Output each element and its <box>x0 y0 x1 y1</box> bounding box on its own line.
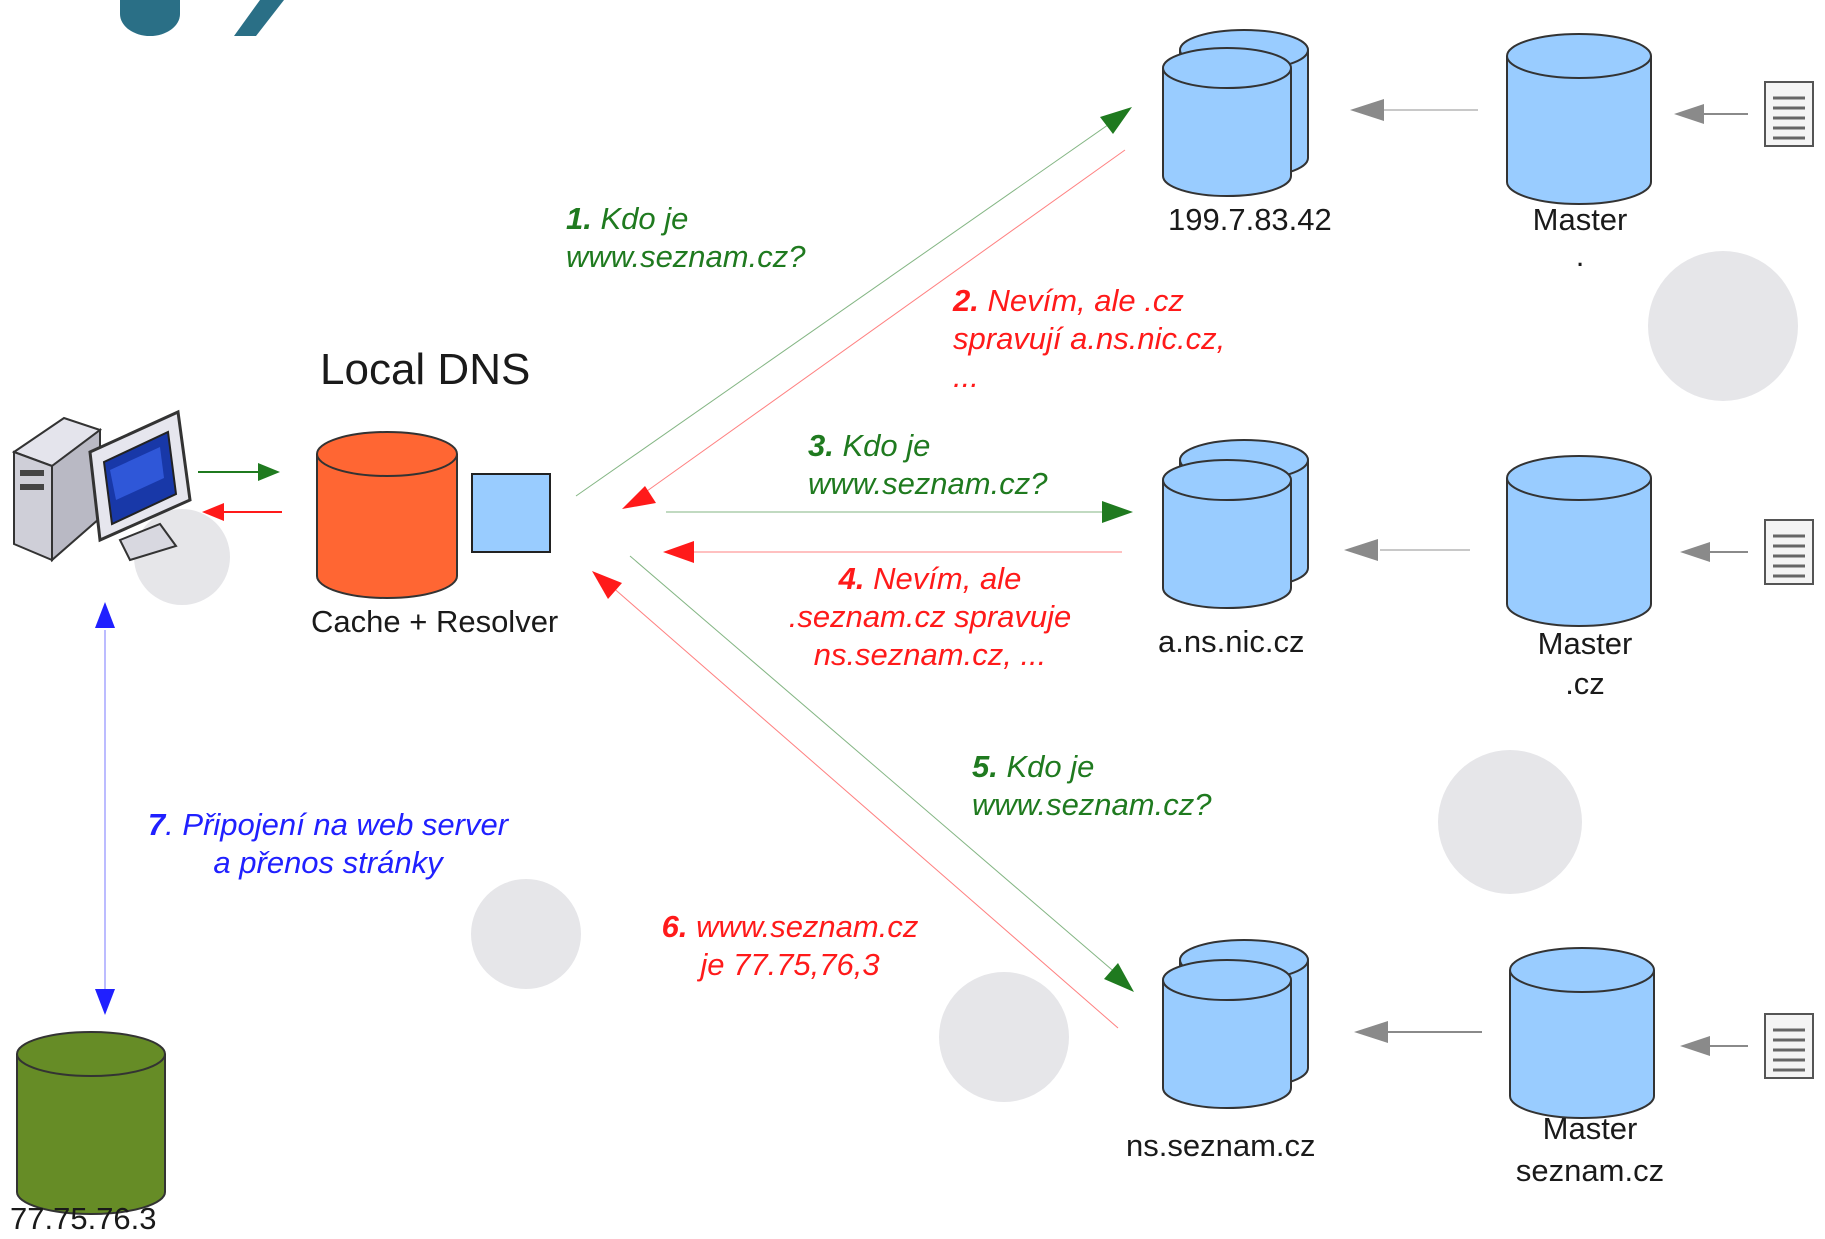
message-4-line-2: .seznam.cz spravuje <box>788 599 1072 634</box>
cropped-heading-fragment <box>120 0 284 36</box>
arrow-response-4 <box>663 541 1122 563</box>
zonefile-arrow-seznam <box>1680 1036 1748 1056</box>
seznam-master-label: Master seznam.cz <box>1500 1108 1680 1192</box>
zone-file-icon-cz <box>1764 519 1814 585</box>
cz-master-label: Master .cz <box>1520 624 1650 704</box>
cz-server-icon <box>1162 439 1309 609</box>
message-7-number: 7 <box>147 807 166 842</box>
resolver-box-icon <box>471 473 551 553</box>
cache-resolver-label: Cache + Resolver <box>311 604 559 639</box>
message-6-line-1: www.seznam.cz <box>696 909 919 944</box>
root-master-icon <box>1506 33 1652 205</box>
arrow-response-2 <box>622 149 1126 509</box>
message-5: 5. Kdo je www.seznam.cz? <box>972 748 1211 824</box>
message-6: 6. www.seznam.cz je 77.75,76,3 <box>640 908 940 984</box>
message-4-line-1: Nevím, ale <box>873 561 1022 596</box>
zonefile-arrow-root <box>1674 104 1748 124</box>
web-server-database-icon <box>16 1031 166 1215</box>
seznam-master-title: Master <box>1542 1111 1638 1146</box>
message-2-line-1: Nevím, ale .cz <box>987 283 1184 318</box>
message-2-number: 2. <box>953 283 979 318</box>
message-2-line-3: ... <box>953 359 979 394</box>
arrow-client-to-resolver <box>198 463 280 481</box>
cz-master-icon <box>1506 455 1652 627</box>
root-master-zone: . <box>1575 238 1585 273</box>
client-computer-icon <box>11 409 192 563</box>
message-7: 7. Připojení na web server a přenos strá… <box>118 806 538 882</box>
arrow-query-1 <box>575 107 1132 497</box>
zone-file-icon-seznam <box>1764 1013 1814 1079</box>
arrow-query-3 <box>666 501 1133 523</box>
message-7-line-2: a přenos stránky <box>213 845 443 880</box>
arrow-response-6 <box>592 571 1119 1029</box>
message-2-line-2: spravují a.ns.nic.cz, <box>953 321 1226 356</box>
transfer-arrow-seznam <box>1354 1021 1482 1043</box>
message-4-line-3: ns.seznam.cz, ... <box>813 637 1047 672</box>
cache-database-icon <box>316 431 458 599</box>
zone-file-icon-root <box>1764 81 1814 147</box>
message-6-line-2: je 77.75,76,3 <box>700 947 880 982</box>
message-1-line-2: www.seznam.cz? <box>566 239 806 274</box>
message-4: 4. Nevím, ale .seznam.cz spravuje ns.sez… <box>760 560 1100 674</box>
background-circles <box>134 251 1798 1102</box>
message-1-line-1: Kdo je <box>600 201 689 236</box>
root-master-label: Master . <box>1520 202 1640 274</box>
cz-master-zone: .cz <box>1565 666 1605 701</box>
arrow-connection-7 <box>95 602 115 1015</box>
message-3: 3. Kdo je www.seznam.cz? <box>808 427 1047 503</box>
message-3-line-1: Kdo je <box>842 428 931 463</box>
message-5-line-1: Kdo je <box>1006 749 1095 784</box>
message-4-number: 4. <box>838 561 865 596</box>
cz-server-label: a.ns.nic.cz <box>1158 624 1305 659</box>
cz-master-title: Master <box>1537 626 1633 661</box>
message-5-line-2: www.seznam.cz? <box>972 787 1212 822</box>
seznam-master-icon <box>1509 947 1655 1119</box>
message-1-number: 1. <box>566 201 592 236</box>
root-master-title: Master <box>1532 202 1628 237</box>
seznam-server-label: ns.seznam.cz <box>1126 1128 1316 1163</box>
message-7-line-1: . Připojení na web server <box>165 807 509 842</box>
root-server-label: 199.7.83.42 <box>1168 202 1332 237</box>
seznam-server-icon <box>1162 939 1309 1109</box>
seznam-master-zone: seznam.cz <box>1515 1153 1665 1188</box>
zonefile-arrow-cz <box>1680 542 1748 562</box>
arrow-query-5 <box>629 555 1134 992</box>
message-1: 1. Kdo je www.seznam.cz? <box>566 200 805 276</box>
arrow-resolver-to-client <box>202 503 282 521</box>
message-5-number: 5. <box>972 749 998 784</box>
message-3-line-2: www.seznam.cz? <box>808 466 1048 501</box>
web-server-label: 77.75.76.3 <box>10 1201 157 1236</box>
message-2: 2. Nevím, ale .cz spravují a.ns.nic.cz, … <box>953 282 1225 396</box>
message-3-number: 3. <box>808 428 834 463</box>
message-6-number: 6. <box>661 909 688 944</box>
transfer-arrow-root <box>1350 99 1478 121</box>
local-dns-title: Local DNS <box>320 345 531 394</box>
transfer-arrow-cz <box>1344 539 1470 561</box>
root-server-icon <box>1162 29 1309 197</box>
